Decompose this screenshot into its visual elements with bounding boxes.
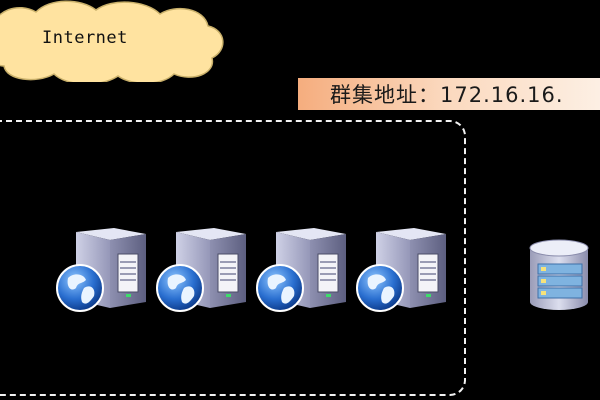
web-server-icon	[156, 228, 246, 312]
internet-label: Internet	[42, 28, 128, 48]
cluster-boundary	[0, 120, 466, 396]
web-server-icon	[56, 228, 146, 312]
cluster-address-banner: 群集地址：172.16.16.	[298, 78, 600, 110]
cluster-address-label: 群集地址：172.16.16.	[330, 83, 564, 107]
database-icon	[529, 239, 589, 310]
internet-cloud	[0, 0, 224, 82]
web-server-icon	[356, 228, 446, 312]
web-server-icon	[256, 228, 346, 312]
